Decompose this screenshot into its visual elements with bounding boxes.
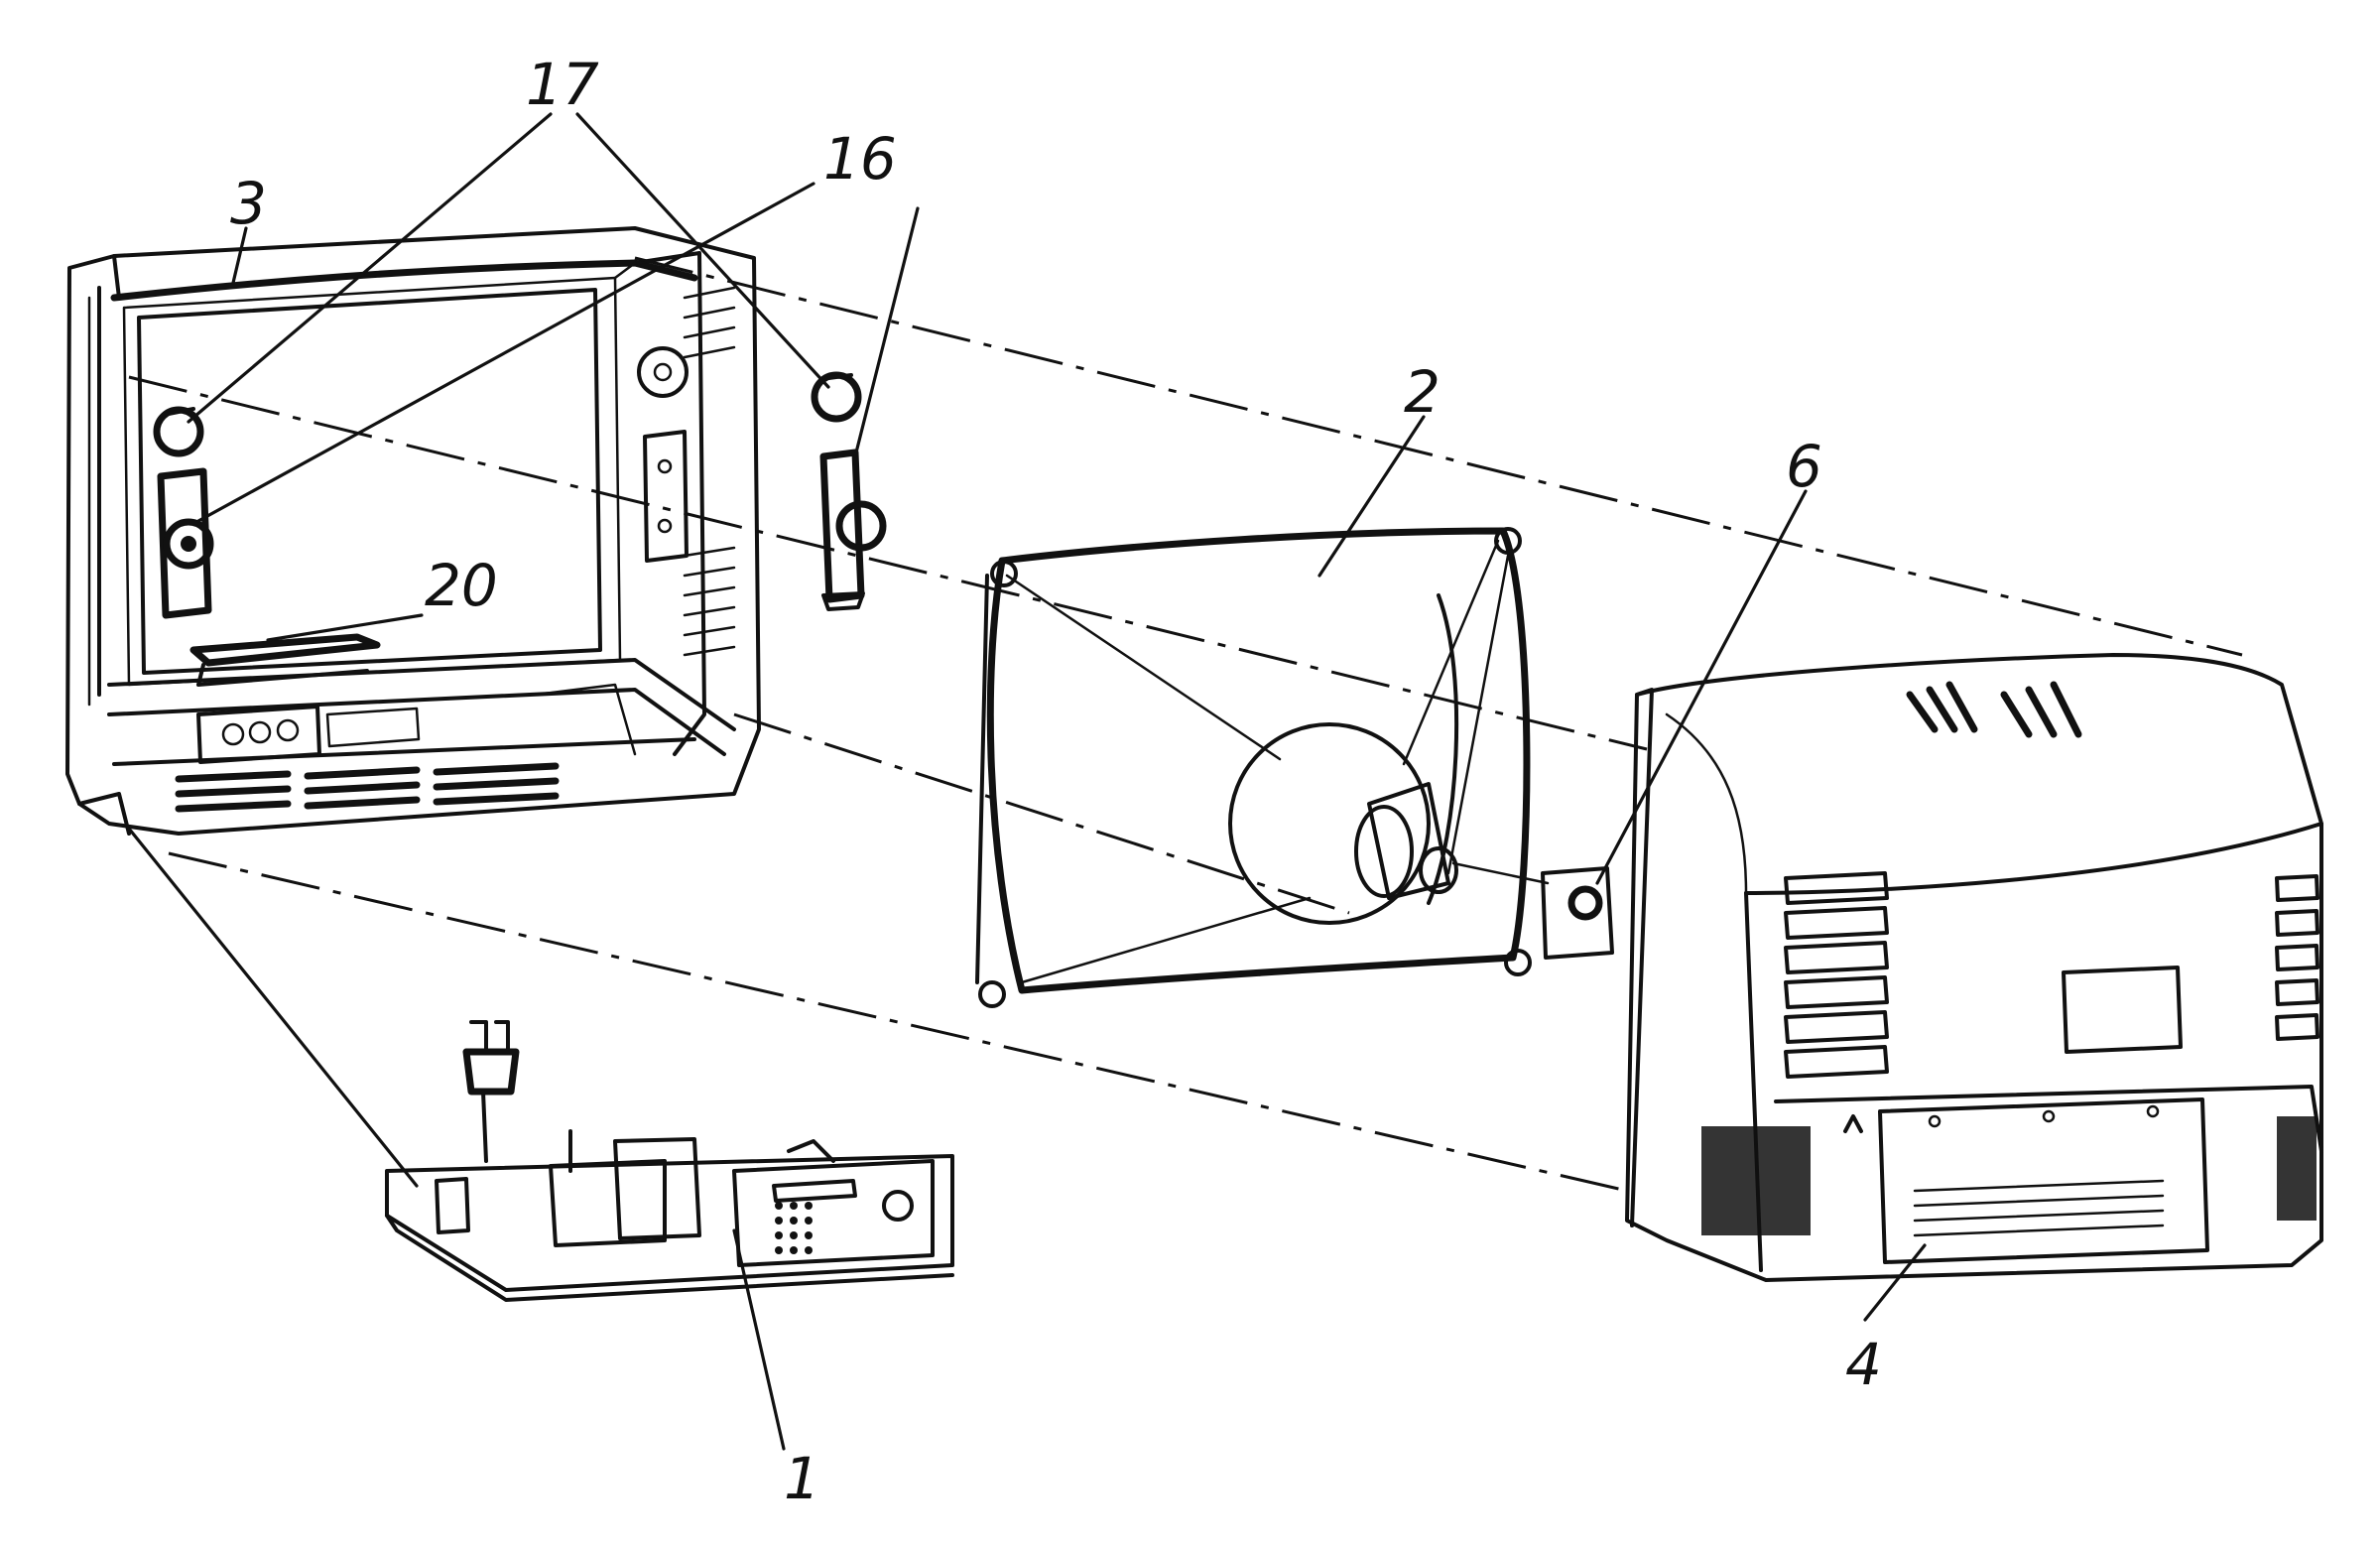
part-labels: 17 16 3 2 6 20 1 4 (230, 51, 1882, 1512)
label-3: 3 (230, 170, 267, 237)
right-clip (811, 371, 862, 423)
left-clip (153, 406, 204, 457)
side-louvres (683, 286, 736, 657)
label-2: 2 (1404, 358, 1441, 426)
label-1: 1 (784, 1445, 820, 1512)
picture-tube (975, 527, 1550, 1008)
label-16: 16 (823, 125, 897, 193)
anode-cap-plate (1541, 866, 1614, 960)
pcb-component-grid (775, 1202, 813, 1254)
assembly-axis-lines (128, 256, 2243, 1193)
leader-lines (127, 112, 1927, 1451)
label-6: 6 (1786, 433, 1822, 500)
left-speaker (157, 467, 214, 619)
right-vent-panels (2275, 874, 2319, 1041)
bottom-vents (175, 762, 560, 813)
label-17: 17 (526, 51, 599, 118)
power-plug (462, 1020, 520, 1163)
bracket-strip (189, 633, 381, 687)
chassis-board (385, 1129, 954, 1302)
right-speaker (819, 449, 887, 611)
front-cabinet (65, 226, 761, 836)
label-4: 4 (1845, 1331, 1882, 1398)
top-vents (1906, 681, 2082, 738)
label-20: 20 (425, 552, 498, 619)
left-vent-panels (1784, 871, 1889, 1079)
rear-cover (1625, 653, 2323, 1282)
